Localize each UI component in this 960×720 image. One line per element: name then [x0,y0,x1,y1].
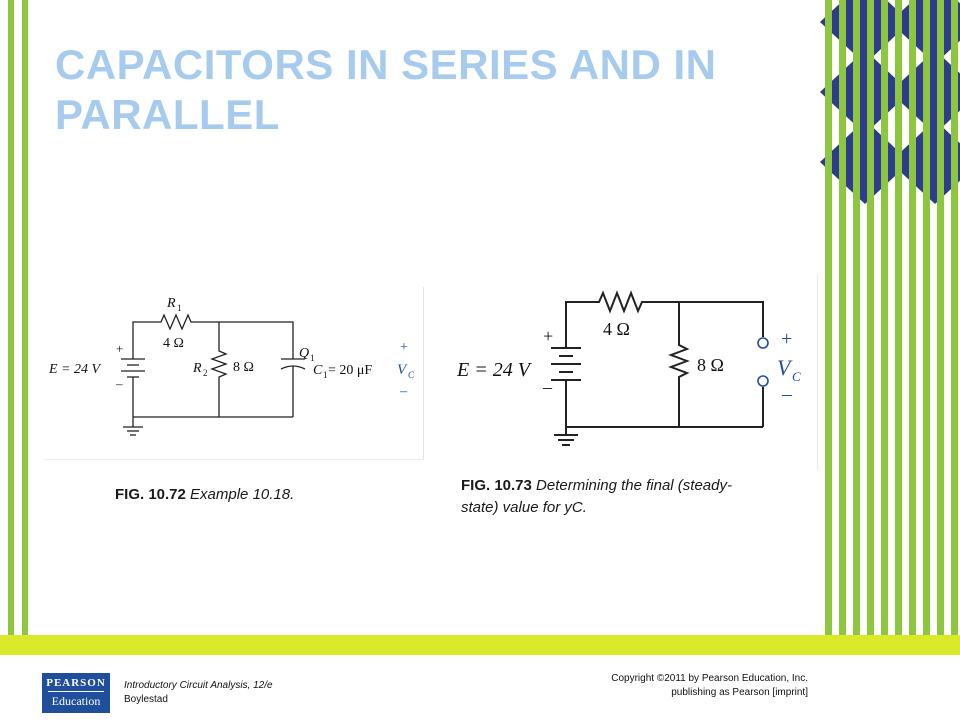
book-info: Introductory Circuit Analysis, 12/e Boyl… [124,679,273,707]
source-minus: – [542,377,553,397]
r1-sub: 1 [177,303,182,313]
figure-10-73-caption: FIG. 10.73 Determining the final (steady… [461,475,751,519]
caption-number: FIG. 10.73 [461,477,532,494]
c1-name: C [313,363,323,378]
source-label: E = 24 V [456,359,533,381]
circuit-diagram: E = 24 V + – 4 Ω 8 Ω + V C – [456,290,801,446]
circuit-diagram: E = 24 V + – R 1 4 Ω R 2 8 Ω Q 1 C 1 = 2… [48,296,415,436]
vc-sub: C [792,369,801,384]
footer-accent-band [0,635,960,655]
r2-name: R [192,361,202,376]
vc-minus: – [399,384,408,399]
decorative-stripe-pattern [820,0,960,650]
book-author: Boylestad [124,694,168,705]
caption-text: Determining the final (steady-state) val… [461,477,732,516]
vc-sub: C [408,370,415,380]
source-plus: + [543,326,553,346]
c1-value: = 20 μF [328,363,372,378]
q1-sub: 1 [310,353,315,363]
copyright-line-2: publishing as Pearson [imprint] [671,687,808,698]
vc-plus: + [781,328,792,350]
book-title: Introductory Circuit Analysis, 12/e [124,680,273,691]
caption-number: FIG. 10.72 [115,486,186,503]
r1-name: R [166,296,176,311]
pearson-logo: PEARSON Education [42,673,110,713]
slide-title: CAPACITORS IN SERIES AND IN PARALLEL [55,41,717,138]
source-minus: – [115,376,123,391]
logo-divider [48,691,104,692]
left-stripe [22,0,28,650]
figure-10-72-circuit: E = 24 V + – R 1 4 Ω R 2 8 Ω Q 1 C 1 = 2… [43,287,424,460]
logo-top-text: PEARSON [46,677,106,689]
source-plus: + [116,341,123,356]
r2-value: 8 Ω [233,360,254,375]
r1-value: 4 Ω [603,319,630,339]
logo-bottom-text: Education [51,694,101,708]
q1-name: Q [299,346,309,361]
caption-text: Example 10.18. [185,486,295,503]
copyright-notice: Copyright ©2011 by Pearson Education, In… [520,672,808,700]
figure-10-73-circuit: E = 24 V + – 4 Ω 8 Ω + V C – [451,275,818,470]
r1-value: 4 Ω [163,336,184,351]
figure-10-72-caption: FIG. 10.72 Example 10.18. [115,484,294,506]
vc-name: V [777,355,793,380]
vc-minus: – [781,383,793,405]
vc-name: V [397,362,408,378]
vertical-stripes [825,0,958,650]
source-label: E = 24 V [48,362,101,377]
left-stripe [8,0,14,650]
r2-value: 8 Ω [697,355,724,375]
footer [0,655,960,720]
copyright-line-1: Copyright ©2011 by Pearson Education, In… [611,673,808,684]
r2-sub: 2 [203,368,208,378]
c1-sub: 1 [323,370,328,380]
vc-plus: + [400,340,408,355]
